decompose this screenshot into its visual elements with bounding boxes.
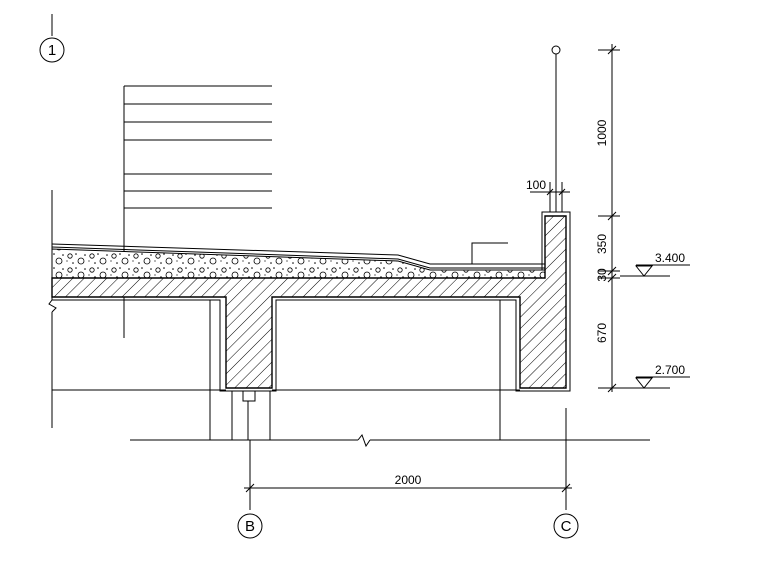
axis-label-c: C [561,518,572,535]
left-edge-line [48,190,57,428]
axis-bubble-c: C [553,513,579,539]
detail-number-marker: 1 [39,14,65,63]
railing [551,45,561,212]
axis-label-b: B [245,518,255,535]
vertical-dimension-chain [598,44,620,393]
railing-height-label: 1000 [595,119,609,146]
axis-bubble-b: B [237,513,263,539]
span-dimension [244,440,572,510]
elevation-marker-upper [620,264,690,277]
beam-depth-label: 670 [595,323,609,343]
parapet-thickness-dimension [530,182,570,212]
finish-layers [51,243,545,269]
lower-structure-lines [52,300,567,440]
ground-line [130,433,650,448]
upturn-height-label: 350 [595,234,609,254]
elevation-lower-label: 2.700 [655,363,685,377]
drain-leader [471,242,508,264]
span-label: 2000 [395,473,422,487]
slab-step-label: 30 [595,268,609,282]
elevation-marker-lower [620,376,690,389]
parapet-thickness-label: 100 [526,178,546,192]
elevation-upper-label: 3.400 [655,251,685,265]
structural-slab [51,215,567,389]
detail-number: 1 [48,42,56,59]
finish-outline [52,211,571,392]
